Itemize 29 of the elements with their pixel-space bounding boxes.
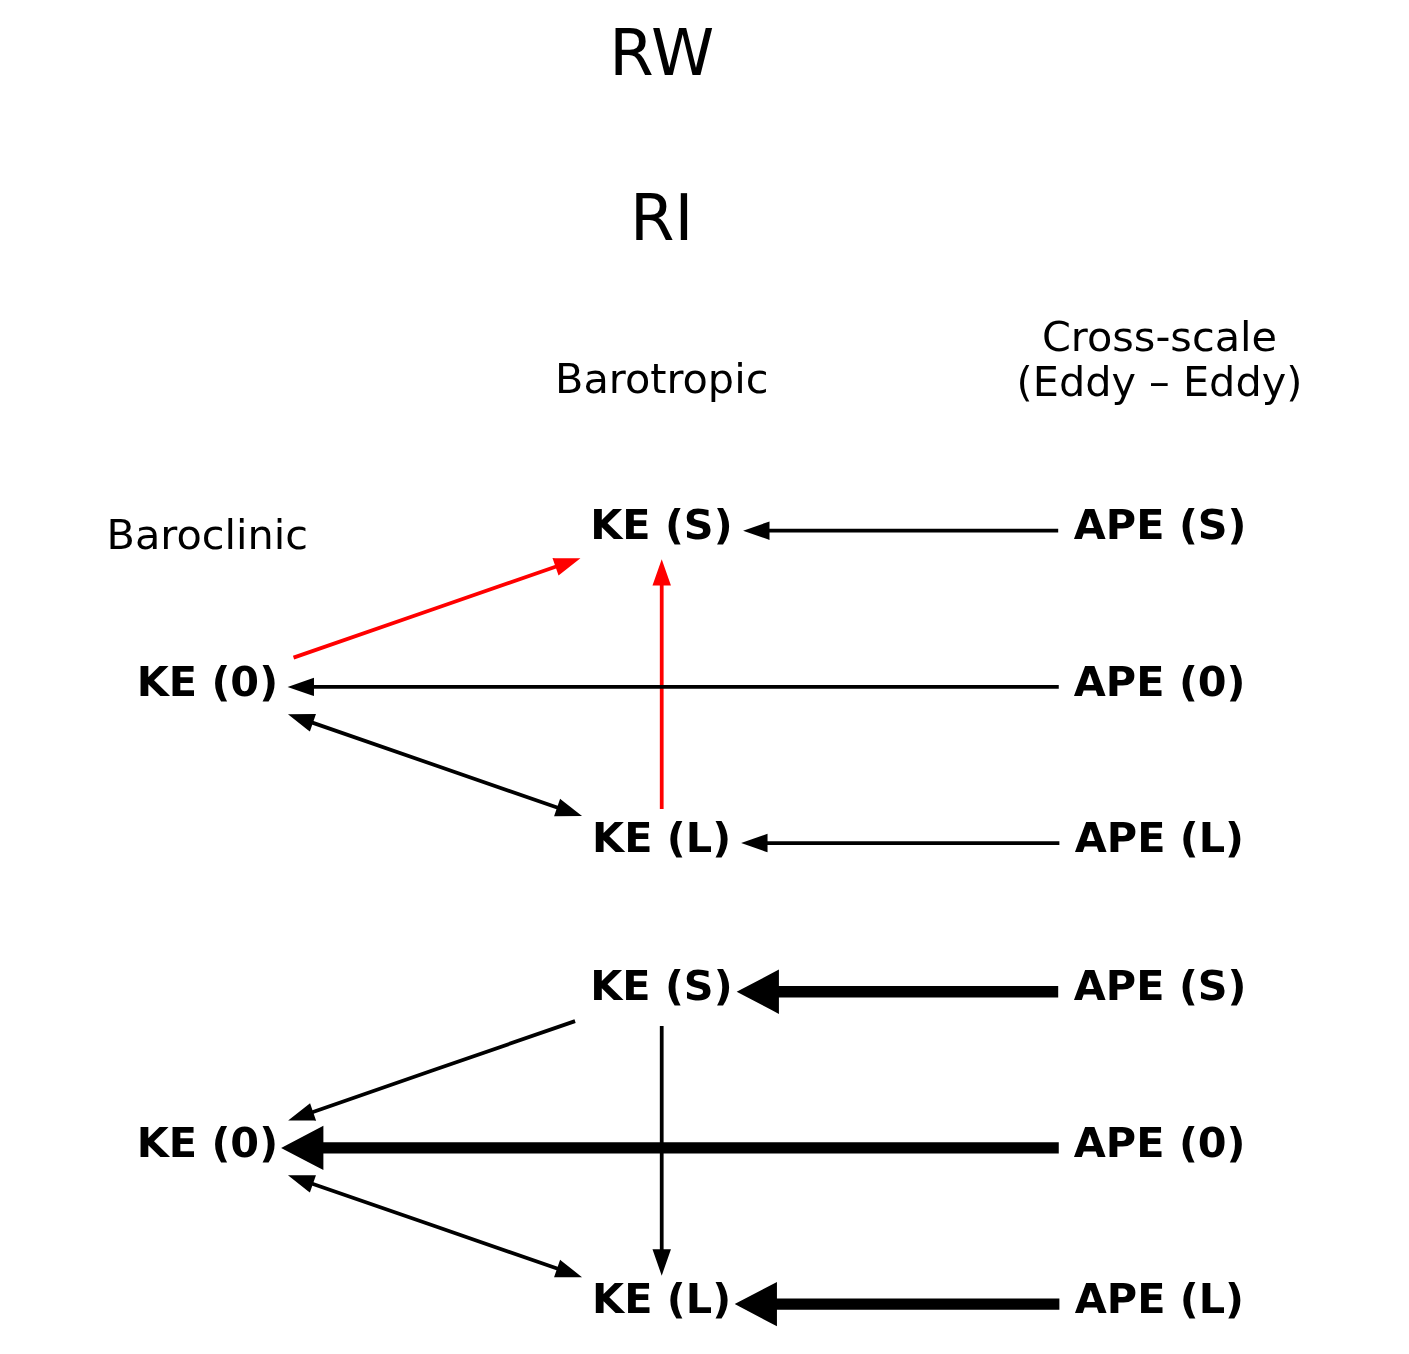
node-text: APE (0) — [1073, 1118, 1246, 1167]
label: Baroclinic — [106, 510, 308, 559]
node-text: KE (S) — [589, 962, 733, 1011]
node-text: KE (S) — [589, 501, 733, 550]
node-text: KE (L) — [591, 1274, 731, 1323]
arrow — [287, 1019, 576, 1121]
node-text: APE (L) — [1074, 813, 1244, 862]
arrow — [287, 714, 582, 817]
arrow — [740, 833, 1059, 853]
arrow — [287, 1175, 582, 1278]
arrow — [292, 558, 580, 660]
node-text: APE (S) — [1073, 962, 1247, 1011]
node-text: APE (S) — [1073, 501, 1247, 550]
arrow — [734, 1281, 1059, 1327]
label: RW — [608, 15, 714, 90]
node-text: KE (0) — [136, 657, 278, 706]
node-text: APE (0) — [1073, 657, 1246, 706]
arrow — [280, 1125, 1059, 1171]
arrow — [287, 677, 1059, 697]
label: RI — [629, 181, 693, 256]
node-text: APE (L) — [1074, 1274, 1244, 1323]
label: Barotropic — [554, 354, 768, 403]
node-text: KE (L) — [591, 813, 731, 862]
arrow — [651, 559, 671, 809]
arrow — [742, 521, 1058, 540]
arrow — [651, 1025, 671, 1276]
arrow — [736, 969, 1058, 1014]
node-text: KE (0) — [136, 1118, 278, 1167]
label: Cross-scale (Eddy – Eddy) — [1016, 313, 1302, 407]
